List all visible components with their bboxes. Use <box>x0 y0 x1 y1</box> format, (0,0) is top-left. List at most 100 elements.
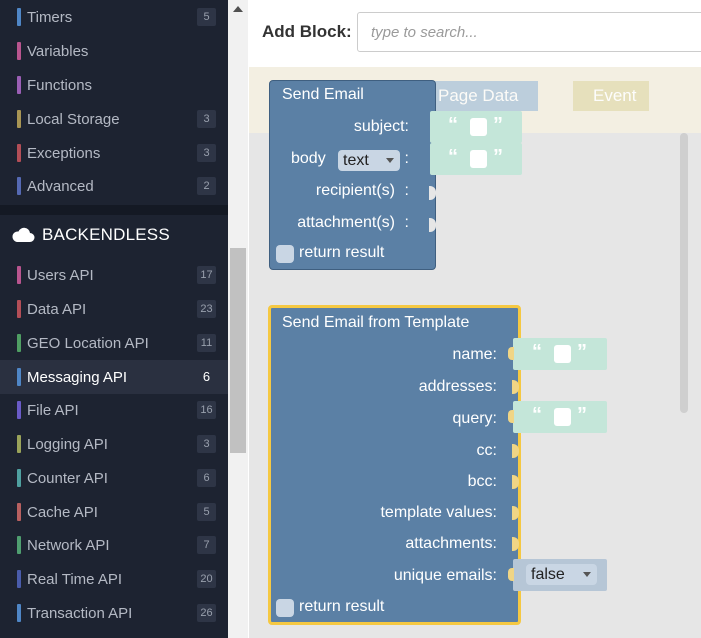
sidebar-item-advanced[interactable]: Advanced 2 <box>0 169 228 203</box>
sidebar-item-label: Exceptions <box>27 144 101 162</box>
field-label-attachments: attachment(s) <box>297 214 395 231</box>
category-color-bar <box>17 570 21 588</box>
field-label-unique-emails: unique emails: <box>393 567 497 584</box>
category-color-bar <box>17 177 21 195</box>
field-label-subject: subject: <box>353 118 409 135</box>
return-result-checkbox[interactable] <box>276 245 294 263</box>
body-type-dropdown[interactable]: text <box>338 150 400 171</box>
text-input[interactable] <box>554 408 571 426</box>
ghost-block-event[interactable]: Event <box>573 81 649 111</box>
ghost-block-label: Event <box>593 86 637 105</box>
input-socket <box>512 475 519 489</box>
text-block-subject[interactable]: “ ” <box>430 111 522 143</box>
connector <box>508 568 514 581</box>
canvas-scrollbar[interactable] <box>680 133 688 413</box>
sidebar-item-local-storage[interactable]: Local Storage 3 <box>0 102 228 136</box>
sidebar-item-label: Local Storage <box>27 110 120 128</box>
text-input[interactable] <box>554 345 571 363</box>
field-label-cc: cc: <box>476 442 497 459</box>
return-result-checkbox[interactable] <box>276 599 294 617</box>
sidebar-item-count: 20 <box>197 570 216 588</box>
field-label-name: name: <box>452 346 497 363</box>
category-color-bar <box>17 144 21 162</box>
input-socket <box>512 444 519 458</box>
sidebar-item-count: 23 <box>197 300 216 318</box>
sidebar-item-label: Advanced <box>27 177 94 195</box>
sidebar-item-label: Variables <box>27 42 89 60</box>
category-color-bar <box>17 435 21 453</box>
quote-open-icon: “ <box>448 146 458 168</box>
quote-close-icon: ” <box>493 114 503 136</box>
sidebar-item-count: 3 <box>197 435 216 453</box>
sidebar-item-data-api[interactable]: Data API 23 <box>0 292 228 326</box>
sidebar-item-real-time-api[interactable]: Real Time API 20 <box>0 562 228 596</box>
category-color-bar <box>17 604 21 622</box>
connector <box>508 347 514 360</box>
sidebar-item-count: 26 <box>197 604 216 622</box>
category-color-bar <box>17 503 21 521</box>
sidebar-item-label: Data API <box>27 300 87 318</box>
category-color-bar <box>17 266 21 284</box>
input-socket <box>512 380 519 394</box>
category-color-bar <box>17 76 21 94</box>
sidebar-item-geo-location-api[interactable]: GEO Location API 11 <box>0 326 228 360</box>
sidebar-item-label: Counter API <box>27 469 108 487</box>
sidebar-scrollbar-thumb[interactable] <box>230 248 246 453</box>
field-colon: : <box>404 214 409 231</box>
category-color-bar <box>17 42 21 60</box>
sidebar-item-timers[interactable]: Timers 5 <box>0 0 228 34</box>
text-block-query[interactable]: “ ” <box>508 401 607 433</box>
section-title: BACKENDLESS <box>42 225 170 244</box>
sidebar-item-label: Cache API <box>27 503 98 521</box>
field-label-recipients: recipient(s) <box>315 182 395 199</box>
field-colon: : <box>404 150 409 167</box>
block-title: Send Email <box>282 86 364 103</box>
sidebar: Timers 5 Variables Functions Local Stora… <box>0 0 228 638</box>
field-label-addresses: addresses: <box>418 378 497 395</box>
sidebar-item-count: 16 <box>197 401 216 419</box>
sidebar-item-transaction-api[interactable]: Transaction API 26 <box>0 596 228 630</box>
sidebar-item-count: 6 <box>202 369 211 384</box>
dropdown-value: false <box>531 566 565 583</box>
return-result-label: return result <box>299 598 385 615</box>
block-send-email-from-template[interactable]: Send Email from Template name: addresses… <box>268 305 521 625</box>
category-color-bar <box>17 469 21 487</box>
scroll-up-arrow-icon[interactable] <box>233 6 243 12</box>
text-block-body[interactable]: “ ” <box>430 143 522 175</box>
sidebar-item-label: GEO Location API <box>27 334 149 352</box>
quote-close-icon: ” <box>493 146 503 168</box>
block-search-input[interactable] <box>357 12 701 52</box>
sidebar-item-functions[interactable]: Functions <box>0 68 228 102</box>
sidebar-item-network-api[interactable]: Network API 7 <box>0 528 228 562</box>
boolean-block-unique-emails[interactable]: false <box>508 559 607 591</box>
unique-emails-dropdown[interactable]: false <box>526 564 597 585</box>
connector <box>508 410 514 423</box>
text-input[interactable] <box>470 150 487 168</box>
sidebar-item-count: 7 <box>197 536 216 554</box>
sidebar-section-backendless[interactable]: BACKENDLESS <box>0 215 228 255</box>
sidebar-item-count: 2 <box>197 177 216 195</box>
text-block-name[interactable]: “ ” <box>508 338 607 370</box>
sidebar-item-counter-api[interactable]: Counter API 6 <box>0 461 228 495</box>
sidebar-item-users-api[interactable]: Users API 17 <box>0 258 228 292</box>
sidebar-item-exceptions[interactable]: Exceptions 3 <box>0 136 228 170</box>
sidebar-item-label: Logging API <box>27 435 108 453</box>
block-send-email[interactable]: Send Email subject: body text : recipien… <box>269 80 436 270</box>
text-input[interactable] <box>470 118 487 136</box>
sidebar-item-cache-api[interactable]: Cache API 5 <box>0 495 228 529</box>
add-block-label: Add Block: <box>262 22 352 41</box>
sidebar-item-file-api[interactable]: File API 16 <box>0 393 228 427</box>
sidebar-item-variables[interactable]: Variables <box>0 34 228 68</box>
sidebar-item-messaging-api[interactable]: Messaging API 6 <box>0 360 228 394</box>
category-color-bar <box>17 401 21 419</box>
sidebar-item-logging-api[interactable]: Logging API 3 <box>0 427 228 461</box>
cloud-icon <box>12 227 35 242</box>
category-color-bar <box>17 8 21 26</box>
field-colon: : <box>404 182 409 199</box>
ghost-block-page-data[interactable]: Page Data <box>432 81 538 111</box>
quote-open-icon: “ <box>532 341 542 363</box>
input-socket <box>512 506 519 520</box>
sidebar-item-label: File API <box>27 401 79 419</box>
input-socket <box>429 218 436 232</box>
sidebar-item-count: 5 <box>197 8 216 26</box>
